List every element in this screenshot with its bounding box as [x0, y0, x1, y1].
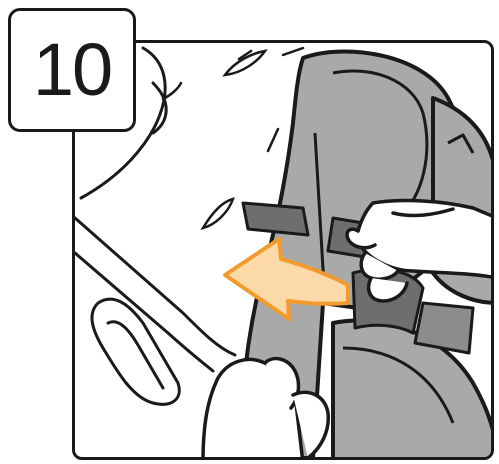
step-number-badge: 10 [8, 8, 136, 132]
illustration-drawing [75, 43, 494, 460]
step-number: 10 [33, 33, 111, 107]
